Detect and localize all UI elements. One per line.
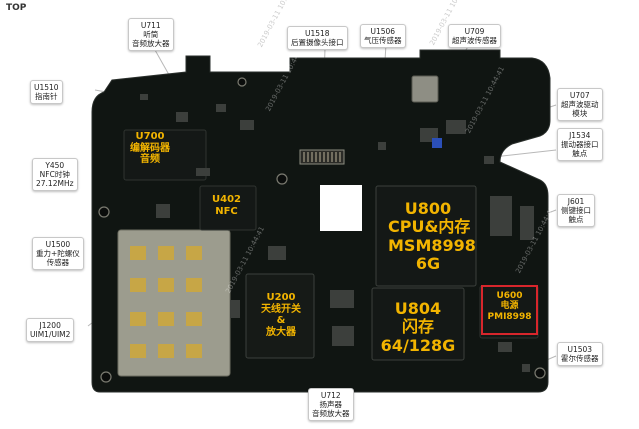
chip-label-u402: U402 NFC [212,194,241,217]
u800-package [375,185,477,287]
callout-u1518: U1518 后置摄像头接口 [287,26,348,50]
sim-contact [158,278,174,292]
top-side-label: TOP [6,3,27,13]
callout-u709: U709 超声波传感器 [448,24,501,48]
u700-area [123,129,207,181]
callout-u1503: U1503 霍尔传感器 [557,342,603,366]
callout-u711: U711 听筒 音频放大器 [128,18,174,51]
u200-area [245,273,315,359]
sim-contact [186,246,202,260]
mounting-hole [534,367,546,379]
blue-component [432,138,442,148]
camera-connector [299,149,345,165]
sim-contact [130,344,146,358]
sim-contact [186,278,202,292]
sim-contact [158,312,174,326]
sim-contact [158,344,174,358]
sim-contact [186,344,202,358]
callout-u1510: U1510 指南针 [30,80,63,104]
sim-contact [158,246,174,260]
callout-u1506: U1506 气压传感器 [360,24,406,48]
u600-highlight-box [481,285,538,335]
callout-u707: U707 超声波驱动 模块 [557,88,603,121]
board-cutout [320,185,362,231]
mounting-hole [237,77,247,87]
callout-y450: Y450 NFC时钟 27.12MHz [32,158,78,191]
u804-package [371,287,465,361]
callout-u712: U712 扬声器 音频放大器 [308,388,354,421]
sim-contact [130,312,146,326]
callout-u1500: U1500 重力+陀螺仪 传感器 [32,237,84,270]
small-components [140,94,534,372]
mounting-hole [276,173,288,185]
u402-area [199,185,257,231]
mounting-hole [100,371,112,383]
chip-label-u200: U200 天线开关 & 放大器 [261,292,301,338]
callout-j1200: J1200 UIM1/UIM2 [26,318,75,342]
callout-j601: J601 侧键接口 触点 [557,194,595,227]
sim-contacts [130,246,202,358]
mounting-hole [98,206,110,218]
chip-label-u700: U700 编解码器 音频 [130,131,170,165]
ultrasonic-sensor [411,75,439,103]
chip-label-u600: U600 电源 PMI8998 [487,291,532,322]
connector-pins [303,152,341,162]
sim-contact [130,278,146,292]
chip-label-u804: U804 闪存 64/128G [380,299,456,355]
chip-label-u800: U800 CPU&内存 MSM8998 6G [388,199,476,274]
callout-j1534: J1534 振动器接口 触点 [557,128,603,161]
sim-contact [130,246,146,260]
sim-contact [186,312,202,326]
mounting-holes [98,77,546,383]
